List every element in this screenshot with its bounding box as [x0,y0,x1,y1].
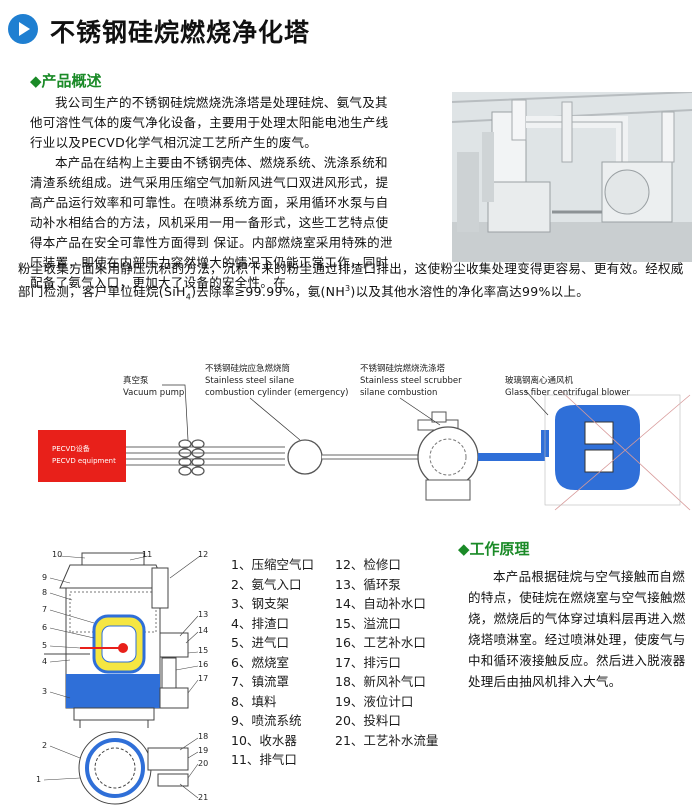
part-number: 6 [42,623,48,632]
part-number: 14 [198,626,209,635]
legend-item: 10、收水器 [231,732,297,748]
part-number: 12 [198,550,209,559]
overview-text: 我公司生产的不锈钢硅烷燃烧洗涤塔是处理硅烷、氨气及其他可溶性气体的废气净化设备，… [30,93,398,311]
product-photo [452,92,692,262]
legend-item: 1、压缩空气口 [231,557,314,572]
part-number: 2 [42,741,48,750]
vacuum-pump-label-en: Vacuum pump [123,388,185,398]
overview-paragraph-3: 粉尘收集方面采用静压沉积的方法，沉积下来的粉尘通过排渣口排出，这使粉尘收集处理变… [18,261,684,302]
legend-item: 15、溢流口 [335,615,401,631]
legend-item: 13、循环泵 [335,576,401,592]
blower-label-en: Glass fiber centrifugal blower [505,388,631,398]
legend-item: 14、自动补水口 [335,596,426,611]
legend-item: 4、排渣口 [231,615,289,631]
page-title: 不锈钢硅烷燃烧净化塔 [50,18,311,47]
part-number: 3 [42,687,48,696]
part-number: 11 [142,550,153,559]
blower-label-cn: 玻璃钢离心通风机 [505,376,574,386]
part-number: 1 [36,775,42,784]
part-number: 5 [42,641,48,650]
part-number: 10 [52,550,63,559]
principle-heading: ◆工作原理 [458,540,530,558]
legend-item: 16、工艺补水口 [335,635,426,650]
legend-item: 20、投料口 [335,713,401,728]
principle-text: 本产品根据硅烷与空气接触而自燃的特点，使硅烷在燃烧室与空气接触燃烧，燃烧后的气体… [468,569,686,689]
part-number: 17 [198,674,209,683]
combustion-cylinder-label-en1: Stainless steel silane [205,376,295,386]
legend-item: 9、喷流系统 [231,713,302,728]
legend-item: 19、液位计口 [335,693,414,709]
legend-item: 18、新风补气口 [335,674,426,689]
vacuum-pump-label-cn: 真空泵 [123,376,149,386]
legend-item: 7、镇流罩 [231,674,289,689]
legend-item: 11、排气口 [231,752,297,767]
part-number: 9 [42,573,48,582]
legend-item: 6、燃烧室 [231,654,289,670]
part-number: 21 [198,793,209,802]
legend-item: 2、氨气入口 [231,576,302,592]
legend-column-1: 1、压缩空气口 2、氨气入口 3、钢支架 4、排渣口 5、进气口 6、燃烧室 7… [231,555,314,770]
part-number: 16 [198,660,209,669]
part-number: 18 [198,732,209,741]
pecvd-equipment: PECVD设备 PECVD equipment [38,430,126,482]
legend-item: 21、工艺补水流量 [335,732,439,748]
part-number: 13 [198,610,209,619]
legend-item: 12、检修口 [335,557,401,572]
scrubber-label-en1: Stainless steel scrubber [360,376,462,386]
scrubber-label-cn: 不锈钢硅烷燃烧洗涤塔 [360,364,446,374]
combustion-cylinder-label-cn: 不锈钢硅烷应急燃烧筒 [205,364,291,374]
part-number: 7 [42,605,48,614]
part-number: 19 [198,746,209,755]
part-number: 8 [42,588,48,597]
overview-heading: ◆产品概述 [30,72,102,90]
legend-column-2: 12、检修口 13、循环泵 14、自动补水口 15、溢流口 16、工艺补水口 1… [335,555,438,750]
play-icon [8,14,38,44]
part-number: 20 [198,759,209,768]
overview-paragraph-1: 我公司生产的不锈钢硅烷燃烧洗涤塔是处理硅烷、氨气及其他可溶性气体的废气净化设备，… [30,95,389,150]
overview-paragraph-2: 本产品在结构上主要由不锈钢壳体、燃烧系统、洗涤系统和清渣系统组成。进气采用压缩空… [30,155,393,290]
combustion-cylinder-label-en2: combustion cylinder (emergency) [205,388,349,398]
legend-item: 3、钢支架 [231,596,289,611]
legend-item: 8、填料 [231,693,277,709]
legend-item: 5、进气口 [231,635,289,650]
equipment-schematic: 10 11 12 9 8 7 6 5 4 3 13 14 15 16 17 2 … [30,548,220,808]
legend-item: 17、排污口 [335,654,401,670]
process-flow-diagram: PECVD设备 PECVD equipment 真空泵 Vacuum pump … [0,340,700,530]
scrubber-label-en2: silane combustion [360,388,438,398]
part-number: 15 [198,646,209,655]
part-number: 4 [42,657,48,666]
